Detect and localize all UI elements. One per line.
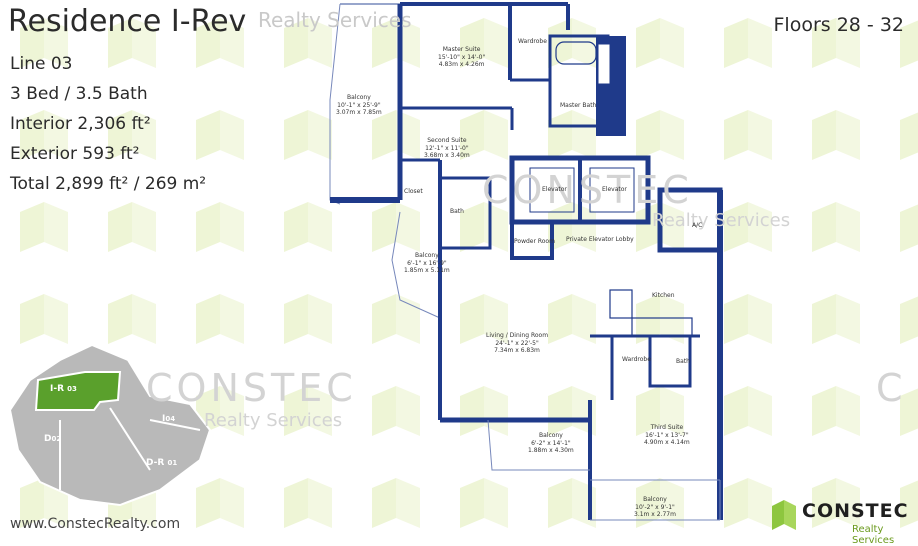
watermark-sub: Realty Services [652,210,791,231]
footer-url[interactable]: www.ConstecRealty.com [10,516,181,532]
keyplan-label-dr: D-R 01 [146,458,178,468]
watermark-brand-3: C [876,366,907,410]
watermark-brand: CONSTEC [482,168,693,212]
room-ac: A/C [692,222,703,229]
keyplan-label-d: D02 [44,434,62,444]
room-powder-room: Powder Room [514,238,555,245]
room-elevator-1: Elevator [542,186,567,193]
residence-title: Residence I-Rev [8,4,247,39]
room-bath-1: Bath [450,208,464,215]
realty-watermark-top: Realty Services [258,8,412,32]
unit-exterior: Exterior 593 ft² [10,144,140,164]
watermark-sub-2: Realty Services [204,410,343,431]
floors-range: Floors 28 - 32 [773,14,905,36]
keyplan-label-i: I04 [162,414,176,424]
watermark-brand-2: CONSTEC [146,366,357,410]
logo-sub: Realty Services [852,524,895,546]
unit-interior: Interior 2,306 ft² [10,114,151,134]
constec-logo: CONSTEC Realty Services [768,496,909,546]
key-plan [8,343,212,507]
keyplan-label-ir: I-R 03 [50,384,77,394]
constec-logo-icon [772,500,796,530]
room-bath-2: Bath [676,358,690,365]
room-kitchen: Kitchen [652,292,675,299]
logo-text: CONSTEC [802,500,909,522]
room-closet: Closet [404,188,423,195]
room-elevator-2: Elevator [602,186,627,193]
unit-line: Line 03 [10,54,73,74]
room-wardrobe-1: Wardrobe [518,38,547,45]
room-elevator-lobby: Private Elevator Lobby [566,236,634,243]
floor-plan [329,2,723,521]
room-master-bath: Master Bath [560,102,597,109]
unit-beds-baths: 3 Bed / 3.5 Bath [10,84,148,104]
unit-total: Total 2,899 ft² / 269 m² [10,174,207,194]
room-wardrobe-2: Wardrobe [622,356,651,363]
